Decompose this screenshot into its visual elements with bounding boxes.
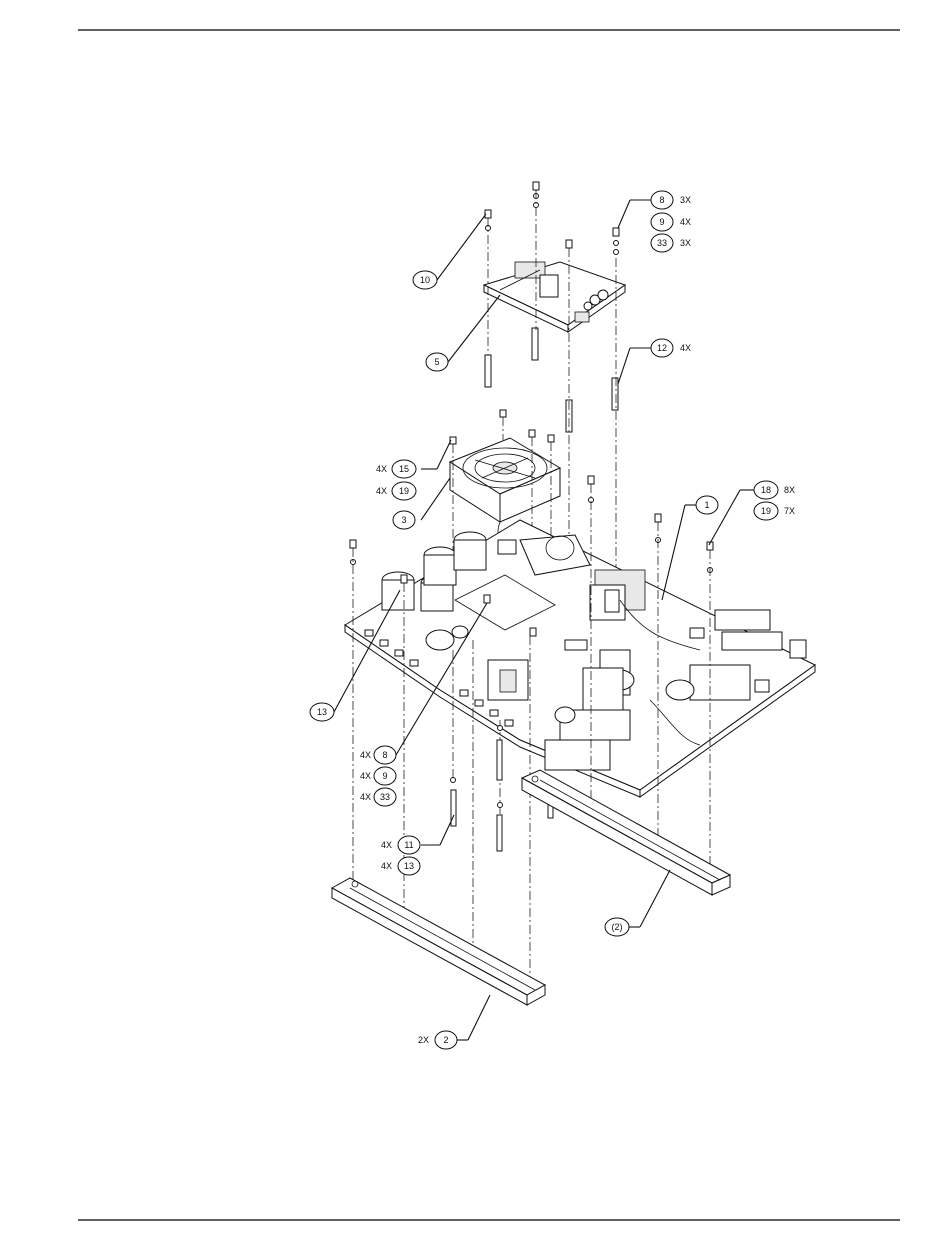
- callout-9-mid: 9 4X: [360, 767, 396, 785]
- svg-text:12: 12: [657, 343, 667, 353]
- svg-text:33: 33: [657, 238, 667, 248]
- svg-text:4X: 4X: [376, 464, 387, 474]
- callout-5: 5: [426, 353, 448, 371]
- svg-text:10: 10: [420, 275, 430, 285]
- top-screws: [485, 182, 619, 255]
- svg-text:3X: 3X: [680, 238, 691, 248]
- svg-text:7X: 7X: [784, 506, 795, 516]
- svg-text:13: 13: [404, 861, 414, 871]
- svg-text:4X: 4X: [381, 840, 392, 850]
- svg-text:19: 19: [761, 506, 771, 516]
- callout-2-reference: (2): [605, 918, 629, 936]
- svg-text:2X: 2X: [418, 1035, 429, 1045]
- callout-8-top: 8 3X: [651, 191, 691, 209]
- svg-text:1: 1: [704, 500, 709, 510]
- callout-19-left: 19 4X: [376, 482, 416, 500]
- svg-text:8: 8: [659, 195, 664, 205]
- callout-33-top: 33 3X: [651, 234, 691, 252]
- svg-text:4X: 4X: [381, 861, 392, 871]
- svg-text:18: 18: [761, 485, 771, 495]
- svg-text:9: 9: [382, 771, 387, 781]
- svg-text:3: 3: [401, 515, 406, 525]
- power-supply-board: [484, 262, 625, 332]
- callout-1: 1: [696, 496, 718, 514]
- svg-text:15: 15: [399, 464, 409, 474]
- svg-text:8: 8: [382, 750, 387, 760]
- svg-text:13: 13: [317, 707, 327, 717]
- callout-13-board: 13: [310, 703, 334, 721]
- svg-text:4X: 4X: [680, 343, 691, 353]
- callout-19-right: 19 7X: [754, 502, 795, 520]
- callout-11: 11 4X: [381, 836, 420, 854]
- main-circuit-board: [345, 520, 815, 797]
- callout-33-mid: 33 4X: [360, 788, 396, 806]
- svg-text:4X: 4X: [360, 792, 371, 802]
- svg-text:3X: 3X: [680, 195, 691, 205]
- svg-text:11: 11: [404, 840, 413, 850]
- svg-text:4X: 4X: [376, 486, 387, 496]
- callout-10: 10: [413, 271, 437, 289]
- callout-15: 15 4X: [376, 460, 416, 478]
- svg-text:5: 5: [434, 357, 439, 367]
- callout-18: 18 8X: [754, 481, 795, 499]
- svg-text:4X: 4X: [360, 771, 371, 781]
- callout-13-screw: 13 4X: [381, 857, 420, 875]
- svg-text:(2): (2): [612, 922, 623, 932]
- callout-2: 2 2X: [418, 1031, 457, 1049]
- svg-text:4X: 4X: [680, 217, 691, 227]
- svg-text:8X: 8X: [784, 485, 795, 495]
- svg-text:2: 2: [443, 1035, 448, 1045]
- callout-8-mid: 8 4X: [360, 746, 396, 764]
- callout-12: 12 4X: [651, 339, 691, 357]
- mounting-rail-left: [332, 878, 545, 1005]
- callout-9-top: 9 4X: [651, 213, 691, 231]
- svg-text:4X: 4X: [360, 750, 371, 760]
- svg-text:9: 9: [659, 217, 664, 227]
- svg-text:33: 33: [380, 792, 390, 802]
- svg-text:19: 19: [399, 486, 409, 496]
- callout-3: 3: [393, 511, 415, 529]
